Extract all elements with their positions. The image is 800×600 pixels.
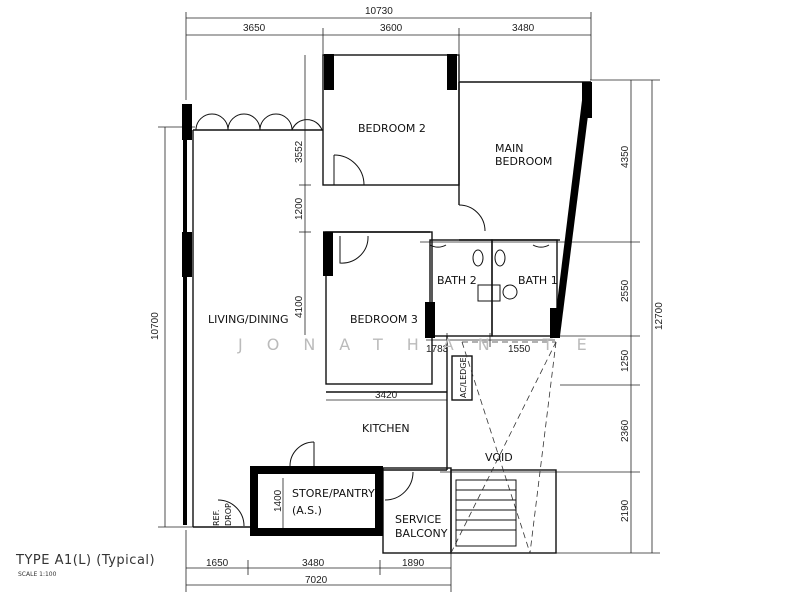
dim-kitchen-width: 3420 [375, 390, 398, 401]
dim-right-b: 2550 [620, 279, 631, 302]
dim-right-total: 12700 [654, 302, 665, 330]
dim-bath-b: 1550 [508, 344, 531, 355]
toilet-icon [494, 249, 506, 267]
room-store-line2: (A.S.) [292, 504, 322, 517]
doors [195, 113, 550, 527]
dim-store-height: 1400 [273, 489, 284, 512]
room-refuse-line2: DROP [224, 503, 233, 526]
dim-right-c: 1250 [620, 349, 631, 372]
room-bath1: BATH 1 [518, 274, 558, 287]
room-service-line1: SERVICE [395, 513, 441, 526]
room-main-bedroom-line1: MAIN [495, 142, 524, 155]
dim-bottom-a: 1650 [206, 558, 229, 569]
dim-right-e: 2190 [620, 499, 631, 522]
bath-fixtures [472, 249, 518, 302]
dim-bedroom2-height: 3552 [294, 140, 305, 163]
dim-bottom-b: 3480 [302, 558, 325, 569]
dim-top-a: 3650 [243, 23, 266, 34]
room-main-bedroom-line2: BEDROOM [495, 155, 552, 168]
room-ac-ledge: AC/LEDGE [459, 357, 468, 398]
room-refuse-line1: REF. [212, 510, 221, 526]
room-bedroom3: BEDROOM 3 [350, 313, 418, 326]
dim-right-d: 2360 [620, 419, 631, 442]
watermark: JONATHAN TE [237, 335, 611, 354]
room-kitchen: KITCHEN [362, 422, 410, 435]
dim-bottom-total: 7020 [305, 575, 328, 586]
dim-top-b: 3600 [380, 23, 403, 34]
columns [182, 54, 592, 536]
dim-left-total: 10700 [150, 312, 161, 340]
void-dashes [450, 341, 557, 554]
dim-bedroom3-height: 4100 [294, 295, 305, 318]
plan-type-title: TYPE A1(L) (Typical) [16, 553, 156, 568]
room-service-line2: BALCONY [395, 527, 448, 540]
dim-bottom-c: 1890 [402, 558, 425, 569]
room-store-line1: STORE/PANTRY [292, 487, 375, 500]
room-bedroom2: BEDROOM 2 [358, 122, 426, 135]
dim-bath-a: 1783 [426, 344, 449, 355]
dim-top-c: 3480 [512, 23, 535, 34]
plan-scale: SCALE 1:100 [18, 571, 57, 578]
toilet-icon [472, 249, 484, 267]
room-void: VOID [485, 451, 513, 464]
room-bath2: BATH 2 [437, 274, 477, 287]
dim-top-total: 10730 [365, 6, 393, 17]
room-living-dining: LIVING/DINING [208, 313, 289, 326]
slanted-wall [553, 84, 592, 336]
dim-right-a: 4350 [620, 145, 631, 168]
dim-corridor: 1200 [294, 197, 305, 220]
void-railing [455, 479, 517, 547]
